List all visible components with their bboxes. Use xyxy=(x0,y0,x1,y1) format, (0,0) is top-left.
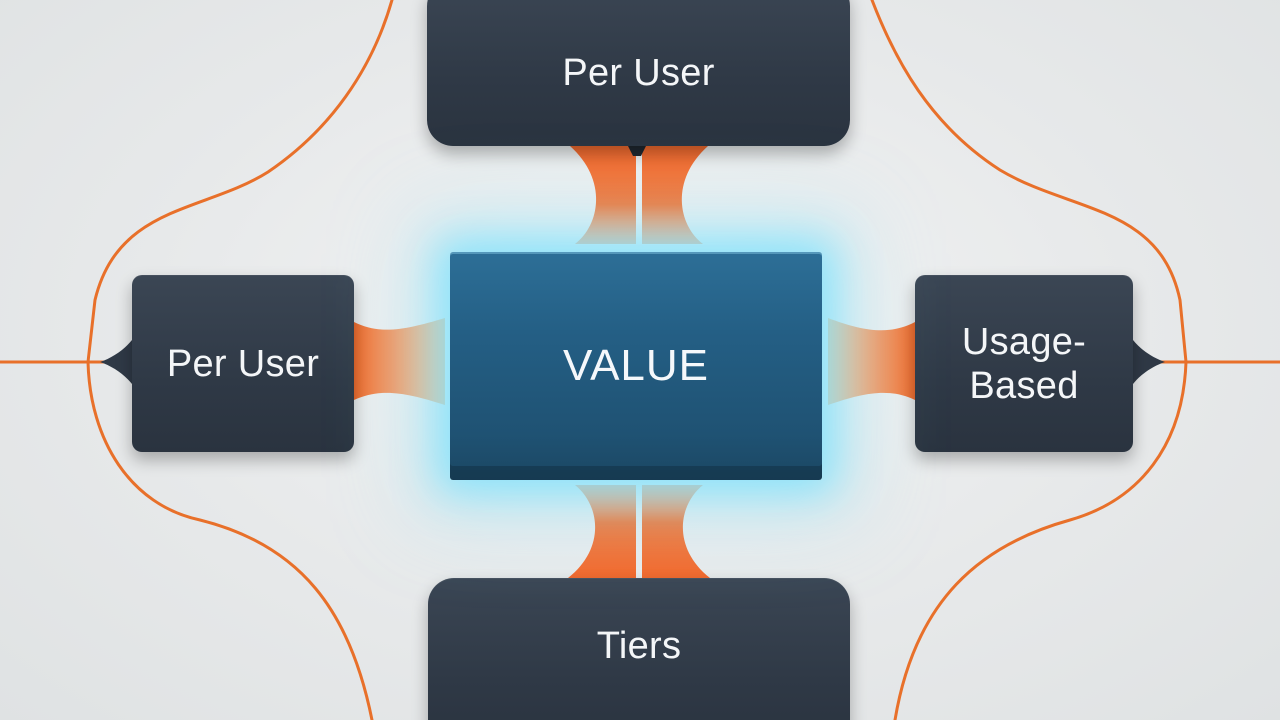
notch-right xyxy=(1133,340,1165,384)
connector-right xyxy=(828,318,915,405)
connector-left xyxy=(354,318,445,405)
node-top-per-user: Per User xyxy=(427,0,850,146)
node-top-label: Per User xyxy=(562,52,715,94)
node-left-per-user: Per User xyxy=(132,275,354,452)
contour-top-right xyxy=(870,0,1188,364)
connector-top xyxy=(570,146,708,244)
node-bottom-label: Tiers xyxy=(596,625,682,667)
contour-bottom-left xyxy=(86,360,374,720)
contour-bottom-right xyxy=(893,360,1188,720)
node-left-label: Per User xyxy=(166,342,320,385)
notch-left xyxy=(100,340,132,384)
node-center-value: VALUE xyxy=(450,252,822,480)
node-right-label: Usage- Based xyxy=(961,320,1087,407)
contour-top-left xyxy=(86,0,394,364)
node-right-usage-based: Usage- Based xyxy=(915,275,1133,452)
connector-bottom xyxy=(568,485,710,578)
center-label: VALUE xyxy=(562,341,710,390)
node-bottom-tiers: Tiers xyxy=(428,578,850,720)
